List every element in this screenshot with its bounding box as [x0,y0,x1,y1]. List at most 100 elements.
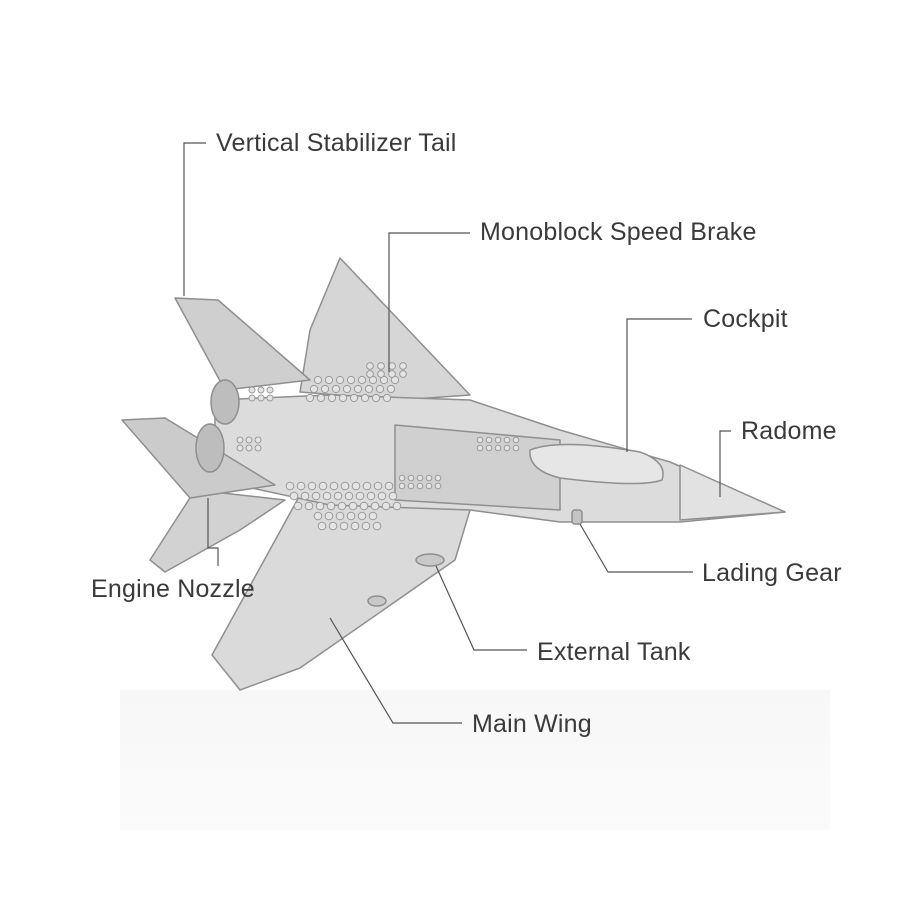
stud [335,375,345,385]
cockpit-canopy [529,443,664,485]
stud [340,481,350,491]
stud [377,362,385,370]
leader-engine-nozzle [207,498,219,566]
leader-cockpit [626,318,692,452]
label-radome: Radome [741,417,837,445]
stud [386,384,396,394]
stud [304,501,314,511]
stud [398,474,406,482]
stud [366,362,374,370]
stud [392,501,402,511]
stud [322,491,332,501]
label-monoblock-speed-brake: Monoblock Speed Brake [480,218,757,246]
stud [434,474,442,482]
stud [326,501,336,511]
stud [318,481,328,491]
leader-radome [719,430,731,497]
stud [371,393,381,403]
label-engine-nozzle: Engine Nozzle [91,575,255,603]
stud [372,521,382,531]
stud [373,481,383,491]
leader-external-tank [435,565,527,651]
stud [257,394,265,402]
label-main-wing: Main Wing [472,710,592,738]
stud [248,386,256,394]
stud [384,481,394,491]
stud [355,491,365,501]
stud [494,436,502,444]
stud-pattern [236,362,520,531]
stud [399,370,407,378]
stud [476,436,484,444]
stud [333,491,343,501]
stud [245,436,253,444]
stud [245,444,253,452]
label-external-tank: External Tank [537,638,691,666]
stud [346,511,356,521]
stud [350,521,360,531]
stud [328,521,338,531]
stud [353,384,363,394]
stud [327,393,337,403]
stud [236,436,244,444]
stud [293,501,303,511]
stud [416,482,424,490]
stud [313,511,323,521]
landing-gear [571,509,583,525]
vertical-stabilizer-upper [174,297,311,391]
stud [317,521,327,531]
external-tank-2 [367,595,387,607]
stud [335,511,345,521]
stud [366,491,376,501]
stud [377,491,387,501]
stud [364,384,374,394]
stud [381,501,391,511]
stud [313,375,323,385]
stud [349,393,359,403]
stud [339,521,349,531]
stud [346,375,356,385]
stud [266,386,274,394]
engine-nozzle-lower [195,423,225,473]
stud [425,482,433,490]
leader-vertical-stabilizer [183,142,206,296]
stud [362,481,372,491]
stud [388,362,396,370]
stud [359,501,369,511]
leader-main-wing [329,617,462,724]
stud [360,393,370,403]
stud [324,375,334,385]
leader-landing-gear [579,523,693,573]
stud [254,444,262,452]
stud [361,521,371,531]
external-tank-1 [415,553,445,567]
stud [434,482,442,490]
stud [503,444,511,452]
stud [307,481,317,491]
label-landing-gear: Lading Gear [702,559,842,587]
stud [236,444,244,452]
stud [338,393,348,403]
stud [388,491,398,501]
stud [311,491,321,501]
stud [485,436,493,444]
stud [344,491,354,501]
stud [503,436,511,444]
stud [425,474,433,482]
stud [476,444,484,452]
stud [407,482,415,490]
stud [337,501,347,511]
stud [382,393,392,403]
stud [368,511,378,521]
stud [316,393,326,403]
stud [351,481,361,491]
stud [398,482,406,490]
stud [309,384,319,394]
radome [679,464,786,521]
stud [305,393,315,403]
stud [329,481,339,491]
stud [254,436,262,444]
stud [370,501,380,511]
aircraft-model [121,257,786,691]
